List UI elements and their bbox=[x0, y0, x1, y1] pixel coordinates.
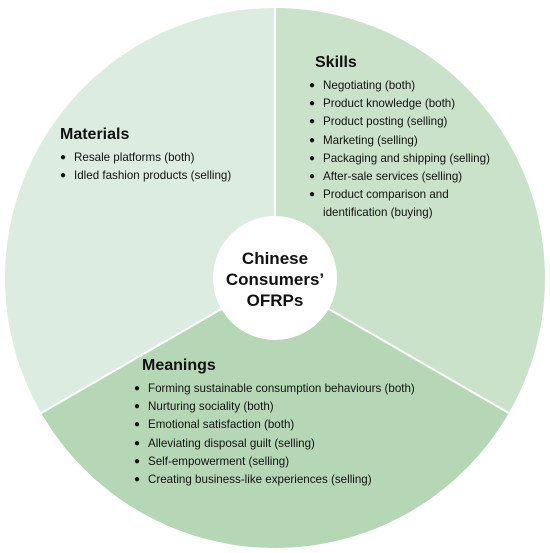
list-item: ●Product comparison and identification (… bbox=[309, 188, 449, 220]
skills-section: Skills ●Negotiating (both) ●Product know… bbox=[309, 53, 529, 223]
bullet-icon: ● bbox=[309, 116, 316, 128]
center-title: Chinese Consumers’ OFRPs bbox=[225, 248, 325, 310]
materials-sector bbox=[4, 8, 275, 413]
list-item: ●Packaging and shipping (selling) bbox=[309, 150, 529, 168]
list-item: ●Marketing (selling) bbox=[309, 132, 529, 150]
list-item: ●Emotional satisfaction (both) bbox=[134, 416, 474, 434]
bullet-icon: ● bbox=[134, 383, 141, 394]
list-item: ●Resale platforms (both) bbox=[60, 149, 265, 167]
bullet-icon: ● bbox=[134, 474, 141, 486]
list-item: ●Creating business-like experiences (sel… bbox=[134, 471, 474, 489]
skills-sector bbox=[275, 8, 545, 413]
bullet-icon: ● bbox=[134, 401, 141, 413]
list-item: ●Nurturing sociality (both) bbox=[134, 398, 474, 416]
list-item: ●Alleviating disposal guilt (selling) bbox=[134, 435, 474, 453]
materials-section: Materials ●Resale platforms (both) ●Idle… bbox=[60, 125, 265, 185]
center-label: Chinese Consumers’ OFRPs bbox=[211, 215, 339, 343]
bullet-icon: ● bbox=[134, 437, 141, 449]
center-circle bbox=[213, 216, 337, 340]
meanings-title: Meanings bbox=[142, 357, 216, 374]
meanings-section: Meanings ●Forming sustainable consumptio… bbox=[134, 356, 474, 489]
bullet-icon: ● bbox=[309, 171, 316, 183]
bullet-icon: ● bbox=[134, 419, 141, 431]
materials-title: Materials bbox=[60, 126, 130, 143]
bullet-icon: ● bbox=[60, 152, 67, 163]
meanings-list: ●Forming sustainable consumption behavio… bbox=[134, 380, 474, 489]
list-item: ●Negotiating (both) bbox=[309, 77, 529, 95]
bullet-icon: ● bbox=[309, 189, 316, 201]
list-item: ●Forming sustainable consumption behavio… bbox=[134, 380, 474, 398]
list-item: ●Self-empowerment (selling) bbox=[134, 453, 474, 471]
materials-list: ●Resale platforms (both) ●Idled fashion … bbox=[60, 149, 265, 185]
bullet-icon: ● bbox=[309, 134, 316, 146]
bullet-icon: ● bbox=[309, 152, 316, 164]
list-item: ●Idled fashion products (selling) bbox=[60, 167, 265, 185]
list-item: ●Product posting (selling) bbox=[309, 113, 529, 131]
list-item: ●Product knowledge (both) bbox=[309, 95, 529, 113]
bullet-icon: ● bbox=[134, 455, 141, 467]
skills-list: ●Negotiating (both) ●Product knowledge (… bbox=[309, 77, 529, 223]
bullet-icon: ● bbox=[309, 80, 316, 91]
bullet-icon: ● bbox=[309, 98, 316, 110]
skills-title: Skills bbox=[315, 54, 357, 71]
bullet-icon: ● bbox=[60, 170, 67, 182]
list-item: ●After-sale services (selling) bbox=[309, 168, 529, 186]
